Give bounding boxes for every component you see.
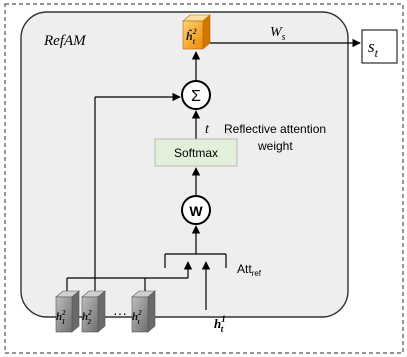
sum-symbol: Σ <box>191 88 201 105</box>
w-node-label: W <box>189 203 203 219</box>
hidden-state-bus <box>66 92 193 291</box>
score-output-box <box>361 29 398 64</box>
outer-dashed-frame <box>4 3 404 354</box>
att-ref-combiner <box>164 253 227 268</box>
svg-text:h22: h22 <box>82 309 92 326</box>
softmax-label: Softmax <box>174 146 218 160</box>
attention-var-label: t <box>205 122 210 137</box>
score-output-label: st <box>368 37 379 60</box>
reflective-caption-line1: Reflective attention <box>224 122 326 136</box>
ellipsis: ··· <box>113 305 127 321</box>
att-ref-label: Attref <box>237 262 262 278</box>
svg-text:h2t: h2t <box>132 309 142 326</box>
module-label: RefAM <box>43 33 87 49</box>
softmax-box <box>154 138 238 167</box>
reflective-caption-line2: weight <box>257 139 293 153</box>
ws-label: Ws <box>270 25 286 43</box>
sum-node <box>181 80 211 110</box>
svg-text:ĥ2t: ĥ2t <box>186 27 197 46</box>
w-node <box>181 195 211 225</box>
svg-text:h21: h21 <box>56 309 66 326</box>
